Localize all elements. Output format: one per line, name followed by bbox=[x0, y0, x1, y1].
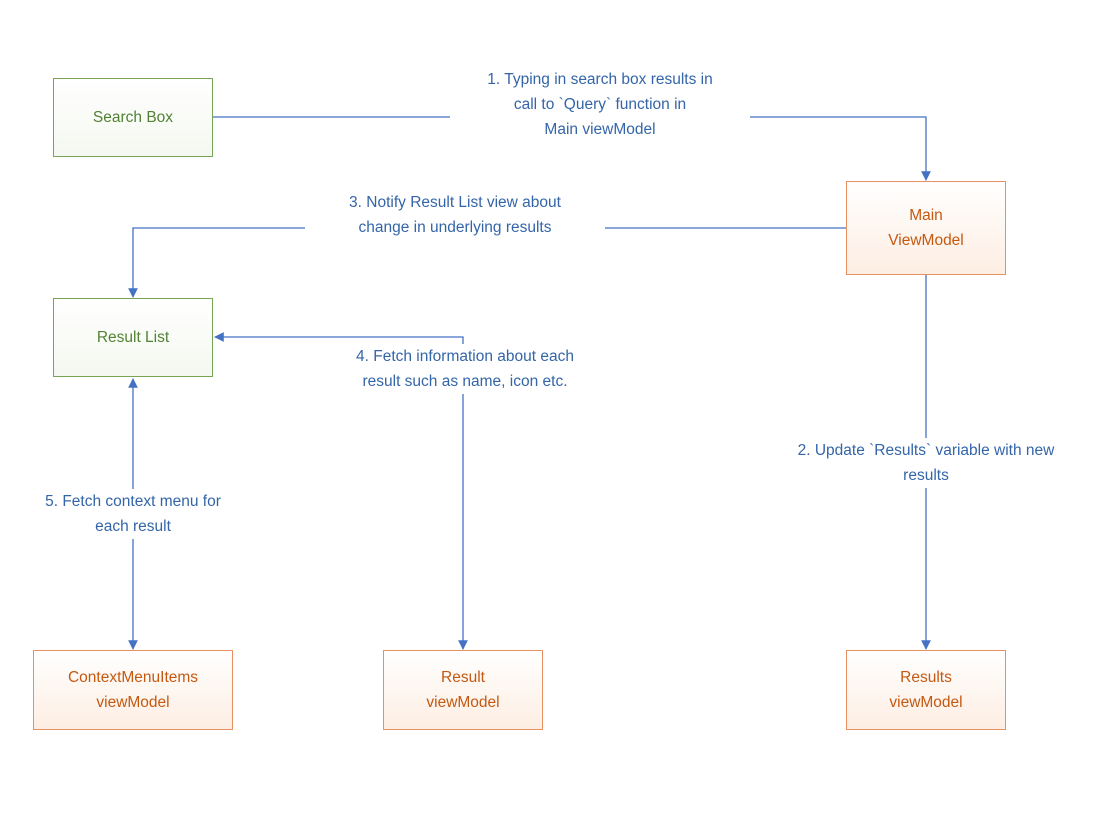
annotation-step5: 5. Fetch context menu for each result bbox=[13, 489, 253, 539]
node-main-viewmodel: Main ViewModel bbox=[846, 181, 1006, 275]
node-contextmenuitems-viewmodel: ContextMenuItems viewModel bbox=[33, 650, 233, 730]
connector-step3 bbox=[128, 227, 846, 298]
node-results-viewmodel: Results viewModel bbox=[846, 650, 1006, 730]
annotation-step1: 1. Typing in search box results in call … bbox=[450, 67, 750, 142]
connector-step4 bbox=[214, 332, 468, 650]
node-result-viewmodel: Result viewModel bbox=[383, 650, 543, 730]
annotation-step3: 3. Notify Result List view about change … bbox=[305, 190, 605, 240]
node-result-list: Result List bbox=[53, 298, 213, 377]
annotation-step4: 4. Fetch information about each result s… bbox=[315, 344, 615, 394]
node-search-box: Search Box bbox=[53, 78, 213, 157]
annotation-step2: 2. Update `Results` variable with new re… bbox=[756, 438, 1096, 488]
